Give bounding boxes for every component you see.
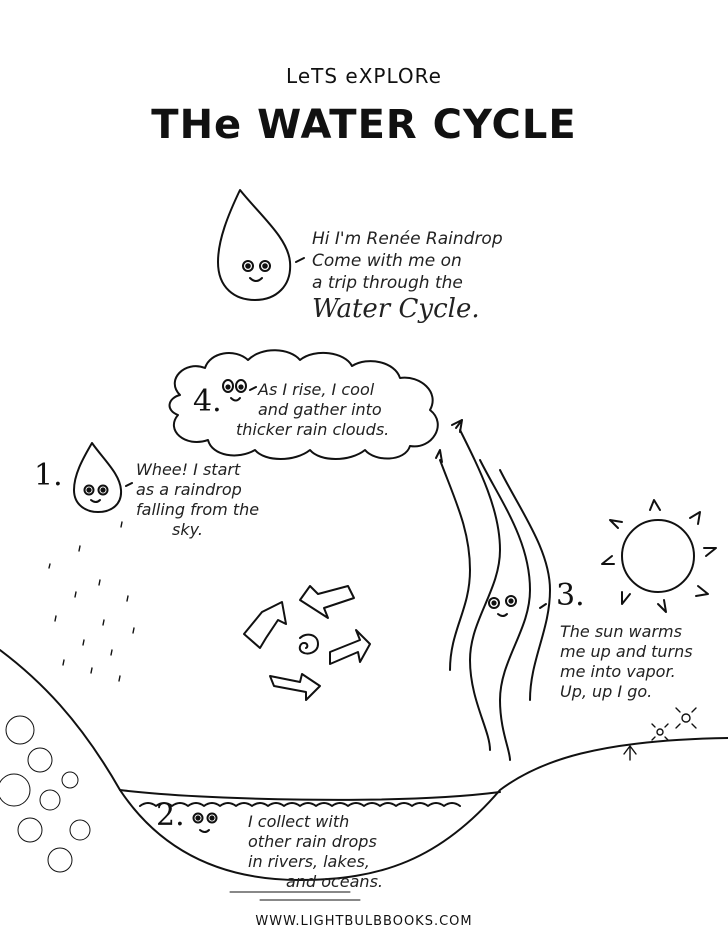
step-1-text: Whee! I start as a raindrop falling from… bbox=[136, 460, 259, 540]
step-line: thicker rain clouds. bbox=[236, 420, 390, 439]
step-2-text: I collect with other rain drops in river… bbox=[248, 812, 383, 892]
step-line: Up, up I go. bbox=[560, 682, 653, 701]
step-line: other rain drops bbox=[248, 832, 377, 851]
sun-icon bbox=[601, 499, 717, 613]
page-title: THe WATER CYCLE bbox=[151, 102, 577, 148]
falling-raindrop-icon bbox=[73, 442, 133, 513]
step-line: The sun warms bbox=[560, 622, 682, 641]
rain-drops bbox=[48, 521, 135, 682]
cloud-icon bbox=[168, 349, 439, 460]
intro-speech: Hi I'm Renée Raindrop Come with me on a … bbox=[312, 228, 503, 324]
step-4-text: As I rise, I cool and gather into thicke… bbox=[236, 380, 389, 440]
step-line: and gather into bbox=[258, 400, 382, 419]
renee-raindrop-icon bbox=[217, 189, 305, 301]
landscape bbox=[0, 649, 728, 901]
cycle-arrows-icon bbox=[243, 585, 371, 701]
step-3-text: The sun warms me up and turns me into va… bbox=[560, 622, 693, 702]
step-2-face-icon bbox=[192, 812, 218, 833]
step-line: as a raindrop bbox=[136, 480, 242, 499]
step-3-number: 3. bbox=[556, 578, 585, 613]
step-line: in rivers, lakes, bbox=[248, 852, 370, 871]
step-2-number: 2. bbox=[156, 798, 185, 833]
step-line: Whee! I start bbox=[136, 460, 241, 479]
footer-url[interactable]: WWW.LIGHTBULBBOOKS.COM bbox=[255, 914, 473, 929]
step-4-number: 4. bbox=[193, 384, 222, 419]
step-line: me up and turns bbox=[560, 642, 693, 661]
intro-water-cycle: Water Cycle. bbox=[312, 294, 480, 324]
vapor-waves-icon bbox=[435, 419, 551, 761]
step-line: and oceans. bbox=[286, 872, 383, 891]
step-line: I collect with bbox=[248, 812, 350, 831]
step-1-number: 1. bbox=[34, 458, 63, 493]
flower-icon bbox=[623, 707, 697, 761]
step-line: me into vapor. bbox=[560, 662, 676, 681]
intro-line: Hi I'm Renée Raindrop bbox=[312, 229, 503, 249]
step-line: falling from the bbox=[136, 500, 260, 519]
step-line: As I rise, I cool bbox=[258, 380, 375, 399]
page-subtitle: LeTS eXPLORe bbox=[286, 64, 442, 88]
intro-line: a trip through the bbox=[312, 273, 463, 293]
intro-line: Come with me on bbox=[312, 251, 462, 271]
step-line: sky. bbox=[172, 520, 203, 539]
